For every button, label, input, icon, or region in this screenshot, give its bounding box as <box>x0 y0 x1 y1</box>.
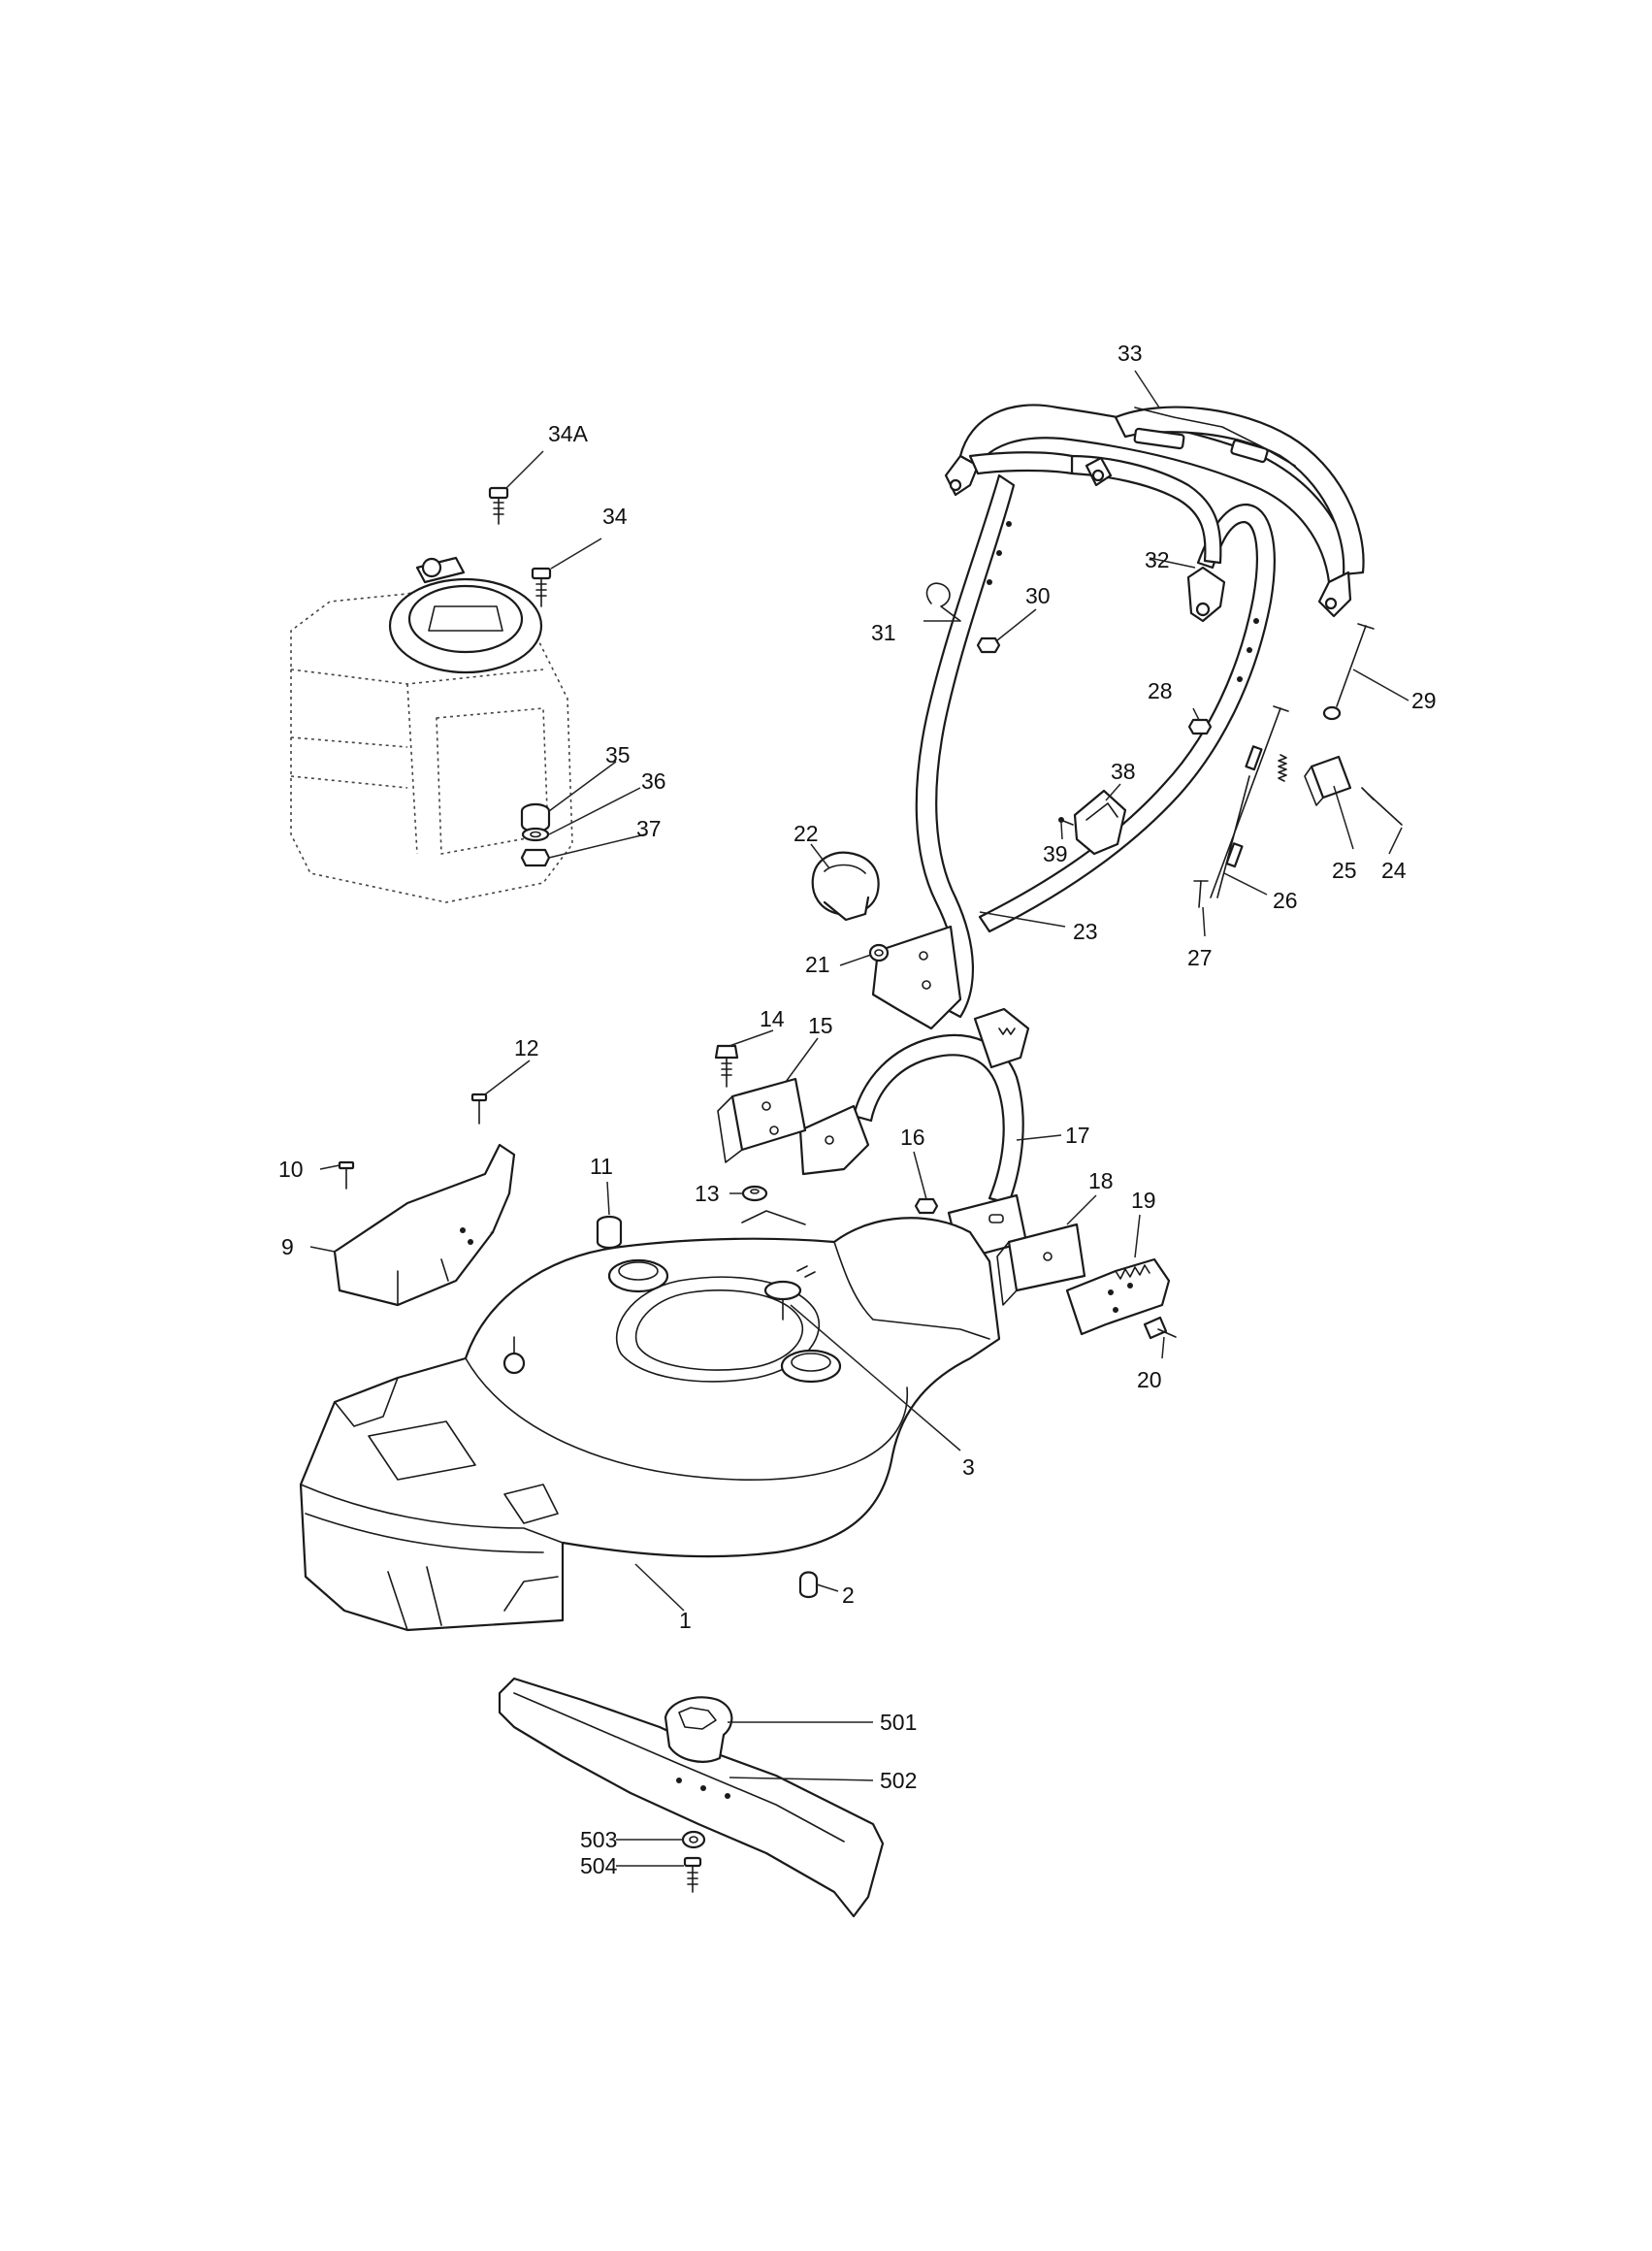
callout-20: 20 <box>1137 1367 1162 1392</box>
callout-17: 17 <box>1065 1123 1090 1148</box>
washer-21 <box>868 943 890 962</box>
cable-guide-38 <box>1073 789 1127 856</box>
washer-503 <box>681 1830 706 1849</box>
callout-10: 10 <box>278 1157 304 1182</box>
screw-10 <box>338 1160 355 1190</box>
callout-29: 29 <box>1411 688 1437 713</box>
callout-3: 3 <box>962 1454 975 1480</box>
lower-handle-23 <box>871 451 1276 1030</box>
screw-39 <box>1058 817 1074 826</box>
callout-37: 37 <box>636 816 662 841</box>
handle-bracket-17 <box>798 1007 1030 1205</box>
plug-3 <box>763 1265 816 1321</box>
callout-23: 23 <box>1073 919 1098 944</box>
callout-36: 36 <box>641 768 666 794</box>
callout-30: 30 <box>1025 583 1051 608</box>
callout-21: 21 <box>805 952 830 977</box>
handle-knob-22 <box>811 851 880 922</box>
callout-16: 16 <box>900 1125 925 1150</box>
callout-34a: 34A <box>548 421 589 446</box>
lock-pin-31 <box>925 582 961 622</box>
callout-labels: 33 34A 34 32 30 31 28 29 38 39 35 36 37 … <box>278 341 1437 1878</box>
upper-handle-33 <box>944 404 1365 618</box>
nut-30 <box>976 636 1001 654</box>
callout-31: 31 <box>871 620 896 645</box>
callout-18: 18 <box>1088 1168 1114 1193</box>
bolt-14 <box>714 1044 739 1088</box>
callout-22: 22 <box>794 821 819 846</box>
engine-outline <box>290 556 573 903</box>
spacer-35 <box>520 802 551 833</box>
nut-13 <box>741 1185 768 1202</box>
leader-lines <box>309 370 1409 1867</box>
bolt-34a <box>488 486 509 525</box>
bolt-34 <box>531 567 552 607</box>
callout-26: 26 <box>1273 888 1298 913</box>
control-cable-26 <box>1210 705 1289 898</box>
bolt-20 <box>1143 1316 1177 1340</box>
callout-1: 1 <box>679 1608 692 1633</box>
callout-501: 501 <box>880 1710 917 1735</box>
callout-13: 13 <box>695 1181 720 1206</box>
blade-502 <box>498 1677 885 1918</box>
chute-guard-9 <box>333 1143 516 1307</box>
callout-35: 35 <box>605 742 631 767</box>
callout-15: 15 <box>808 1013 833 1038</box>
cable-clip-25 <box>1304 755 1352 806</box>
callout-503: 503 <box>580 1827 617 1852</box>
mower-deck-1 <box>299 1210 1001 1632</box>
bolt-504 <box>683 1856 702 1893</box>
callout-502: 502 <box>880 1768 917 1793</box>
callout-27: 27 <box>1187 945 1213 970</box>
callout-34: 34 <box>602 504 628 529</box>
callout-12: 12 <box>514 1035 539 1060</box>
blade-adaptor-501 <box>664 1696 733 1763</box>
screw-24 <box>1361 787 1403 826</box>
callout-38: 38 <box>1111 759 1136 784</box>
callout-32: 32 <box>1145 547 1170 572</box>
callout-9: 9 <box>281 1234 294 1259</box>
nut-37 <box>520 848 551 867</box>
nut-28 <box>1187 718 1213 735</box>
callout-33: 33 <box>1118 341 1143 366</box>
bracket-15 <box>717 1077 807 1163</box>
callout-39: 39 <box>1043 841 1068 866</box>
callout-2: 2 <box>842 1582 855 1608</box>
callout-28: 28 <box>1148 678 1173 703</box>
nut-16 <box>914 1197 939 1215</box>
plug-2 <box>798 1571 819 1599</box>
callout-19: 19 <box>1131 1188 1156 1213</box>
callout-504: 504 <box>580 1853 618 1878</box>
callout-25: 25 <box>1332 858 1357 883</box>
washer-36 <box>521 827 550 842</box>
spacer-11 <box>596 1215 623 1250</box>
control-cable-29 <box>1322 623 1375 721</box>
control-cable-27 <box>1193 880 1209 908</box>
screw-12 <box>470 1093 488 1125</box>
callout-24: 24 <box>1381 858 1407 883</box>
callout-11: 11 <box>590 1154 613 1179</box>
callout-14: 14 <box>760 1006 785 1031</box>
height-plate-19 <box>1065 1257 1171 1336</box>
